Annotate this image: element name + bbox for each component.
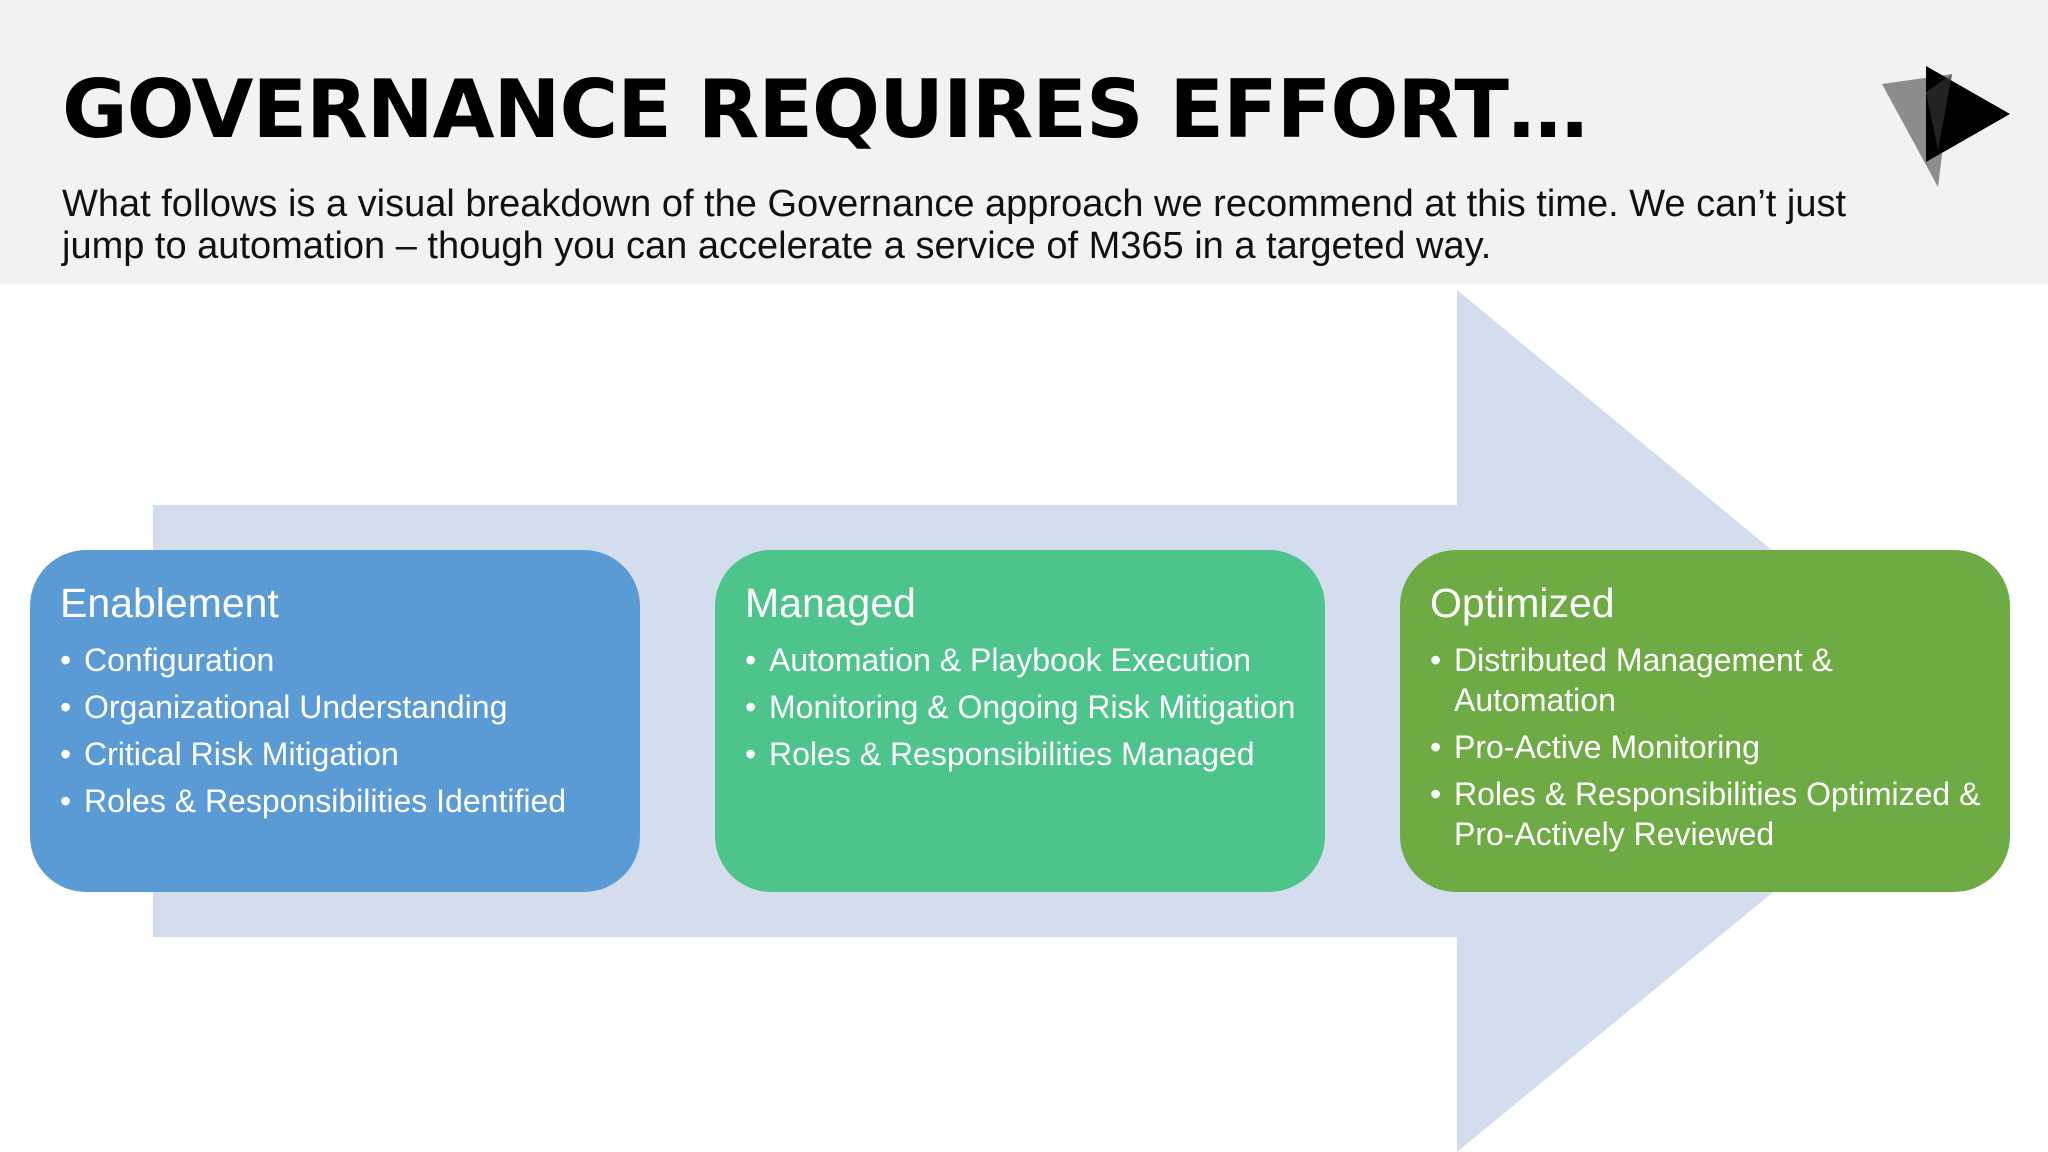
stage-item-list: Configuration Organizational Understandi…	[60, 640, 612, 821]
stage-item: Roles & Responsibilities Managed	[745, 734, 1297, 774]
stage-item: Configuration	[60, 640, 612, 680]
stage-title: Optimized	[1430, 580, 1615, 626]
stage-card-enablement: Enablement Configuration Organizational …	[30, 550, 640, 892]
slide-header: GOVERNANCE REQUIRES EFFORT… What follows…	[0, 0, 2048, 284]
stage-item: Organizational Understanding	[60, 687, 612, 727]
stage-item: Pro-Active Monitoring	[1430, 727, 1982, 767]
stage-item-list: Automation & Playbook Execution Monitori…	[745, 640, 1297, 774]
stage-item: Monitoring & Ongoing Risk Mitigation	[745, 687, 1297, 727]
stage-item: Roles & Responsibilities Identified	[60, 781, 612, 821]
slide-title: GOVERNANCE REQUIRES EFFORT…	[62, 63, 1588, 156]
stage-item: Critical Risk Mitigation	[60, 734, 612, 774]
stage-card-managed: Managed Automation & Playbook Execution …	[715, 550, 1325, 892]
stage-item: Distributed Management & Automation	[1430, 640, 1982, 720]
play-triangle-logo-icon	[1882, 66, 2010, 187]
stage-card-optimized: Optimized Distributed Management & Autom…	[1400, 550, 2010, 892]
stage-item-list: Distributed Management & Automation Pro-…	[1430, 640, 1982, 854]
stage-item: Roles & Responsibilities Optimized & Pro…	[1430, 774, 1982, 854]
stage-title: Managed	[745, 580, 916, 626]
slide-subtitle: What follows is a visual breakdown of th…	[62, 183, 1847, 267]
stage-item: Automation & Playbook Execution	[745, 640, 1297, 680]
stage-title: Enablement	[60, 580, 279, 626]
